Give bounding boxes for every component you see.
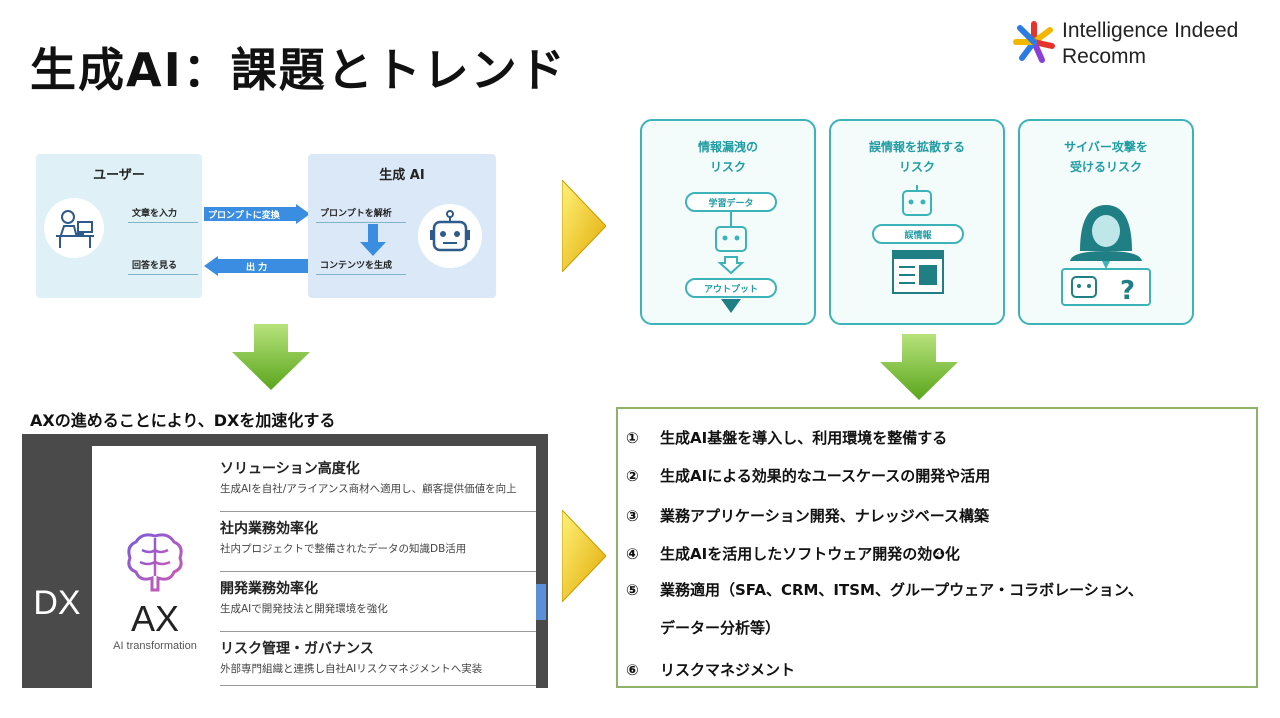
dx-label: DX: [33, 584, 81, 622]
item-description: 社内プロジェクトで整備されたデータの知識DB活用: [220, 543, 467, 555]
risk-card-misinformation: 誤情報を拡散する リスク 誤情報: [829, 119, 1005, 325]
list-item: 開発業務効率化 生成AIで開発技法と開発環境を強化: [220, 578, 536, 632]
risk-title: 情報漏洩の リスク: [697, 140, 758, 174]
item-description: 外部専門組織と連携し自社AIリスクマネジメントへ実装: [220, 663, 483, 675]
user-ai-flow-diagram: ユーザー 文章を入力 回答を見る プロンプトに変換 出 力 生成 AI プロンプ…: [36, 154, 496, 300]
company-logo: Intelligence Indeed Recomm: [1012, 16, 1272, 74]
convert-arrow-label: プロンプトに変換: [208, 211, 280, 221]
convert-arrow: [204, 204, 310, 224]
down-arrow-icon: [880, 334, 958, 400]
logo-burst-icon: [1013, 21, 1055, 63]
pill-label: アウトプット: [704, 283, 758, 295]
list-item: ソリューション高度化 生成AIを自社/アライアンス商材へ適用し、顧客提供価値を向…: [220, 458, 536, 512]
chevron-right-icon: [562, 510, 606, 602]
divider: [316, 222, 406, 223]
item-description: 生成AIを自社/アライアンス商材へ適用し、顧客提供価値を向上: [220, 483, 517, 495]
user-at-desk-icon: [44, 198, 104, 258]
divider: [128, 274, 198, 275]
item-heading: リスク管理・ガバナンス: [220, 641, 374, 657]
input-text-label: 文章を入力: [132, 209, 178, 219]
pill-label: 誤情報: [904, 229, 932, 241]
risk-title: サイバー攻撃を 受けるリスク: [1064, 140, 1148, 174]
robot-icon: [418, 204, 482, 268]
generate-content-label: コンテンツを生成: [320, 261, 393, 271]
divider: [128, 222, 198, 223]
user-box: ユーザー 文章を入力 回答を見る: [36, 154, 202, 298]
ax-label: AX: [130, 598, 180, 639]
output-arrow-label: 出 力: [246, 263, 268, 273]
data-leak-icon: 学習データ アウトプット: [685, 192, 777, 313]
ai-box-title: 生成 AI: [379, 168, 425, 183]
chevron-right-icon: [562, 180, 606, 272]
down-arrow-icon: [232, 324, 310, 390]
brain-icon: [127, 533, 183, 592]
item-description: 生成AIで開発技法と開発環境を強化: [220, 603, 388, 615]
pill-label: 学習データ: [708, 197, 753, 209]
dx-ax-panel: DX AX AI transformation ソリューション高度化 生成AIを…: [22, 434, 548, 688]
user-box-title: ユーザー: [93, 168, 145, 183]
risk-card-cyber-attack: サイバー攻撃を 受けるリスク ?: [1018, 119, 1194, 325]
scrollbar-thumb[interactable]: [536, 584, 546, 620]
item-heading: ソリューション高度化: [220, 461, 360, 477]
slide-title: 生成AI：課題とトレンド: [30, 43, 567, 97]
analyze-prompt-label: プロンプトを解析: [320, 209, 392, 219]
logo-text-line1: Intelligence Indeed: [1062, 19, 1239, 42]
list-item: 社内業務効率化 社内プロジェクトで整備されたデータの知識DB活用: [220, 518, 536, 572]
ai-box: 生成 AI プロンプトを解析 コンテンツを生成: [308, 154, 496, 298]
view-answer-label: 回答を見る: [132, 261, 178, 271]
risk-card-info-leak: 情報漏洩の リスク 学習データ アウトプット: [640, 119, 816, 325]
ax-caption: AXの進めることにより、DXを加速化する: [30, 411, 336, 430]
ax-subtitle: AI transformation: [113, 640, 197, 652]
hacker-icon: ?: [1061, 205, 1151, 306]
list-item: データー分析等）: [660, 619, 781, 637]
item-heading: 社内業務効率化: [220, 521, 318, 537]
down-arrow-icon: [360, 224, 386, 256]
svg-text:?: ?: [1120, 276, 1135, 306]
output-arrow: [204, 256, 310, 276]
divider: [316, 274, 406, 275]
risk-title: 誤情報を拡散する リスク: [868, 140, 965, 174]
ax-content: AX AI transformation ソリューション高度化 生成AIを自社/…: [92, 446, 536, 688]
item-heading: 開発業務効率化: [220, 581, 318, 597]
list-item: リスク管理・ガバナンス 外部専門組織と連携し自社AIリスクマネジメントへ実装: [220, 638, 536, 686]
logo-text-line2: Recomm: [1062, 45, 1147, 68]
misinformation-icon: 誤情報: [872, 185, 964, 294]
